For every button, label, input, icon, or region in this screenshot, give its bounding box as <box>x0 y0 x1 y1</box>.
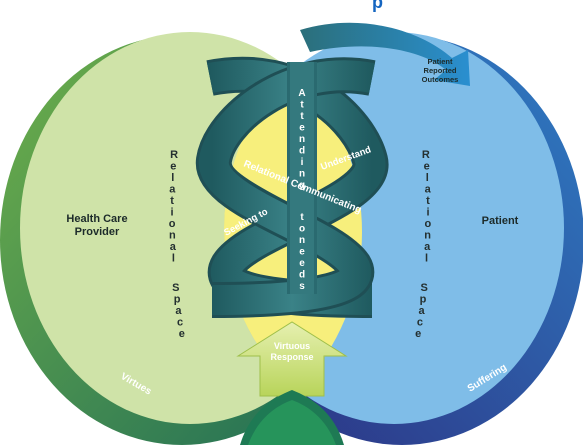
rsLeft-letter: S <box>172 282 179 294</box>
vbottom-letter: e <box>299 258 305 269</box>
rsRight-letter: R <box>422 149 430 161</box>
rsRight-letter: l <box>426 172 429 184</box>
rsLeft-letter: i <box>170 207 173 219</box>
vtop-letter: A <box>298 88 305 99</box>
outcomes-line3: Outcomes <box>422 75 459 84</box>
rsLeft-letter: e <box>179 328 185 340</box>
vtop-letter: i <box>301 157 304 168</box>
vtop-letter: e <box>299 123 305 134</box>
vbottom-letter: t <box>300 212 304 223</box>
rsLeft-letter: t <box>170 195 174 207</box>
rsLeft-letter: l <box>172 253 175 265</box>
rsLeft-letter: a <box>175 305 182 317</box>
outcomes-line1: Patient <box>427 57 453 66</box>
rsRight-letter: n <box>424 230 431 242</box>
patient-label: Patient <box>482 215 519 227</box>
rsRight-letter: l <box>425 253 428 265</box>
rsRight-letter: a <box>424 241 431 253</box>
virtuous-response-arrow <box>236 321 348 445</box>
header-fragment: p <box>372 0 383 12</box>
outcomes-arrow <box>300 22 470 86</box>
provider-label-line2: Provider <box>75 226 120 238</box>
rsRight-letter: e <box>424 161 430 173</box>
provider-label-line1: Health Care <box>66 213 127 225</box>
vtop-letter: n <box>299 134 305 145</box>
vtop-letter: t <box>300 111 304 122</box>
rsLeft-letter: a <box>169 184 176 196</box>
helix <box>196 56 389 318</box>
rsLeft-letter: p <box>174 294 181 306</box>
vtop-letter: n <box>299 169 305 180</box>
rsRight-letter: e <box>415 328 421 340</box>
outcomes-line2: Reported <box>424 66 457 75</box>
rsLeft-letter: c <box>177 317 183 329</box>
rsLeft-letter: n <box>169 230 176 242</box>
vtop-letter: g <box>299 180 305 191</box>
vbottom-letter: o <box>299 224 305 235</box>
rsRight-letter: a <box>425 184 432 196</box>
vtop-letter: t <box>300 100 304 111</box>
vbottom-letter: d <box>299 270 305 281</box>
rsLeft-letter: l <box>171 172 174 184</box>
rsLeft-letter: a <box>170 241 177 253</box>
rsRight-letter: S <box>421 282 428 294</box>
virtuous-response-line2: Response <box>270 352 313 362</box>
vtop-letter: d <box>299 146 305 157</box>
vbottom-letter: e <box>299 247 305 258</box>
rsRight-letter: a <box>418 305 425 317</box>
rsLeft-letter: o <box>169 218 176 230</box>
vbottom-letter: s <box>299 281 305 292</box>
rsRight-letter: i <box>426 207 429 219</box>
vbottom-letter: n <box>299 235 305 246</box>
rsRight-letter: c <box>417 317 423 329</box>
rsRight-letter: o <box>425 218 432 230</box>
rsRight-letter: t <box>426 195 430 207</box>
virtuous-response-line1: Virtuous <box>274 341 310 351</box>
rsLeft-letter: e <box>170 161 176 173</box>
rsRight-letter: p <box>420 294 427 306</box>
rsLeft-letter: R <box>170 149 178 161</box>
